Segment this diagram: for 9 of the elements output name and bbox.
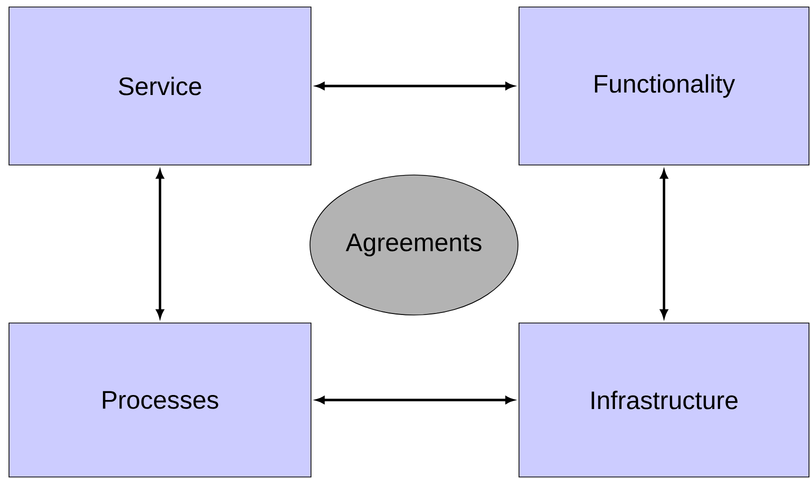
arrow [316, 82, 514, 90]
ellipse-node: Agreements [310, 174, 518, 316]
process-box: Infrastructure [518, 322, 810, 478]
process-box: Functionality [518, 6, 810, 166]
arrow [660, 170, 668, 318]
process-box: Processes [8, 322, 312, 478]
arrow [156, 170, 164, 318]
arrow [316, 396, 514, 404]
process-box: Service [8, 6, 312, 166]
